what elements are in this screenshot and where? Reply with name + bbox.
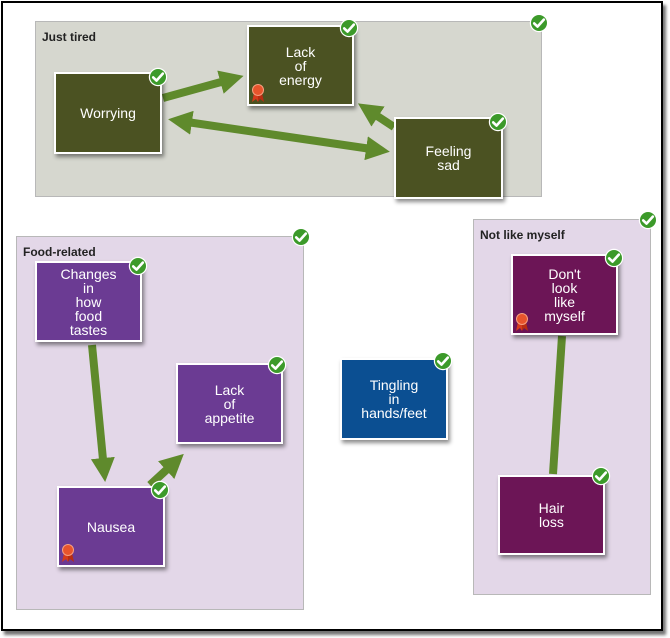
check-icon[interactable] bbox=[529, 13, 549, 33]
node-nausea[interactable]: Nausea bbox=[57, 486, 165, 567]
check-icon[interactable] bbox=[604, 248, 624, 268]
node-lack-of-energy[interactable]: Lack of energy bbox=[247, 25, 354, 106]
check-icon[interactable] bbox=[128, 256, 148, 276]
node-label: Hair loss bbox=[538, 500, 565, 530]
node-label: Don't look like myself bbox=[544, 265, 585, 324]
node-label: Lack of energy bbox=[279, 43, 322, 88]
node-label: Changes in how food tastes bbox=[60, 265, 117, 338]
node-worrying[interactable]: Worrying bbox=[54, 72, 162, 154]
node-hair-loss[interactable]: Hair loss bbox=[498, 475, 605, 555]
check-icon[interactable] bbox=[148, 67, 168, 87]
node-lack-of-appetite[interactable]: Lack of appetite bbox=[176, 363, 283, 444]
check-icon[interactable] bbox=[150, 480, 170, 500]
group-title: Just tired bbox=[42, 30, 97, 44]
node-tingling[interactable]: Tingling in hands/feet bbox=[340, 358, 448, 440]
node-label: Worrying bbox=[80, 105, 136, 121]
node-feeling-sad[interactable]: Feeling sad bbox=[394, 117, 503, 199]
check-icon[interactable] bbox=[488, 112, 508, 132]
node-label: Feeling sad bbox=[425, 143, 472, 173]
node-dont-look-like-myself[interactable]: Don't look like myself bbox=[511, 254, 618, 335]
node-label: Lack of appetite bbox=[204, 381, 255, 426]
check-icon[interactable] bbox=[638, 210, 658, 230]
group-title: Food-related bbox=[23, 245, 96, 259]
node-label: Nausea bbox=[86, 518, 136, 535]
check-icon[interactable] bbox=[591, 466, 611, 486]
node-changes-food-tastes[interactable]: Changes in how food tastes bbox=[35, 261, 142, 342]
check-icon[interactable] bbox=[433, 351, 453, 371]
check-icon[interactable] bbox=[267, 355, 287, 375]
check-icon[interactable] bbox=[339, 18, 359, 38]
node-label: Tingling in hands/feet bbox=[361, 377, 427, 421]
group-title: Not like myself bbox=[480, 228, 565, 242]
check-icon[interactable] bbox=[291, 227, 311, 247]
